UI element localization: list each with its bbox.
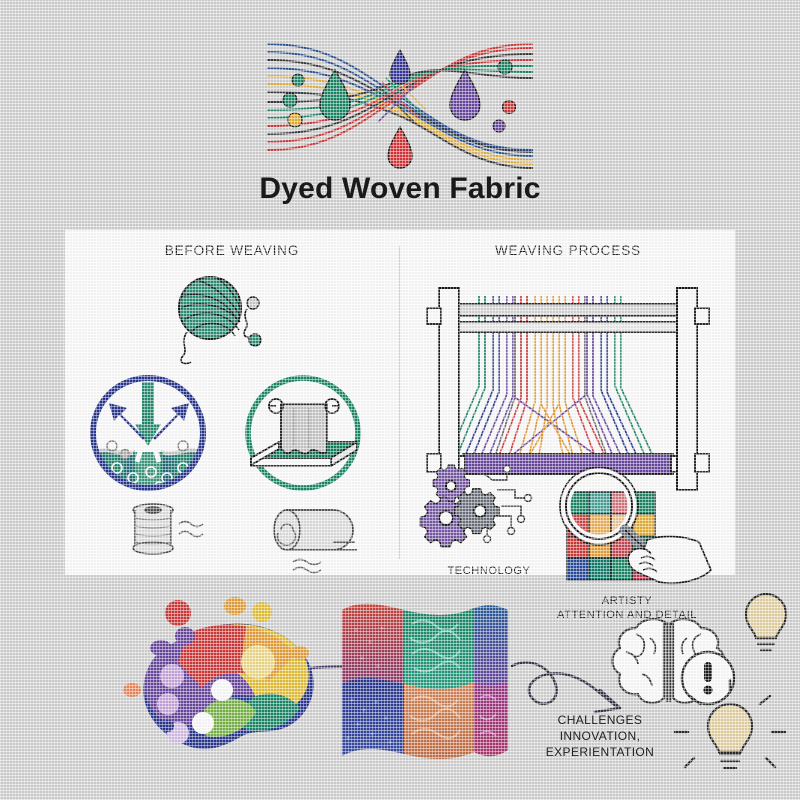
artistry-caption-line1: ARTISTY: [602, 595, 653, 607]
fabric-drying-rack-icon: [245, 375, 361, 491]
thread-spool-icon: [132, 503, 204, 555]
loom-icon: [426, 287, 710, 491]
exclamation-badge-icon: [680, 650, 736, 706]
yarn-ball-icon: [178, 276, 262, 365]
color-palette-brain-icon: [123, 597, 314, 749]
panel-heading-weaving-process: WEAVING PROCESS: [494, 243, 642, 258]
bottom-caption-line1: CHALLENGES: [557, 713, 643, 727]
artistry-caption-line2: ATTENTION AND DETAIL: [557, 609, 697, 621]
arrow-icon: [510, 661, 622, 714]
gears-technology-icon: [419, 464, 533, 548]
loom-cloth-beam: [462, 453, 674, 475]
lightbulb-icon-bottom: [673, 678, 787, 770]
droplet-green: [319, 68, 351, 121]
bottom-row: [60, 578, 788, 793]
panel-divider: [399, 246, 400, 559]
header-logo: [250, 22, 550, 172]
woven-fabric-swatch-icon: [342, 603, 508, 759]
droplet-red: [387, 125, 413, 169]
technology-caption: TECHNOLOGY: [447, 565, 530, 577]
circuit-traces-icon: [477, 464, 533, 544]
thread-bundle-top-left: [266, 42, 534, 170]
accent-dots: [282, 59, 517, 133]
panel-heading-before-weaving: BEFORE WEAVING: [164, 243, 300, 258]
magnifier-color-swatch-icon: [559, 466, 712, 585]
fabric-roll-icon: [273, 509, 357, 574]
bottom-caption-line3: EXPERIENTATION: [545, 745, 655, 759]
bottom-caption: CHALLENGES INNOVATION, EXPERIENTATION: [520, 712, 680, 760]
droplet-navy: [389, 48, 411, 85]
lightbulb-icon-top: [744, 592, 788, 652]
main-panel: BEFORE WEAVING WEAVING PROCESS: [65, 230, 735, 621]
droplet-purple: [449, 68, 481, 121]
bottom-caption-line2: INNOVATION,: [559, 729, 641, 743]
page-title: Dyed Woven Fabric: [259, 172, 541, 205]
dye-bath-absorption-icon: [90, 375, 206, 491]
